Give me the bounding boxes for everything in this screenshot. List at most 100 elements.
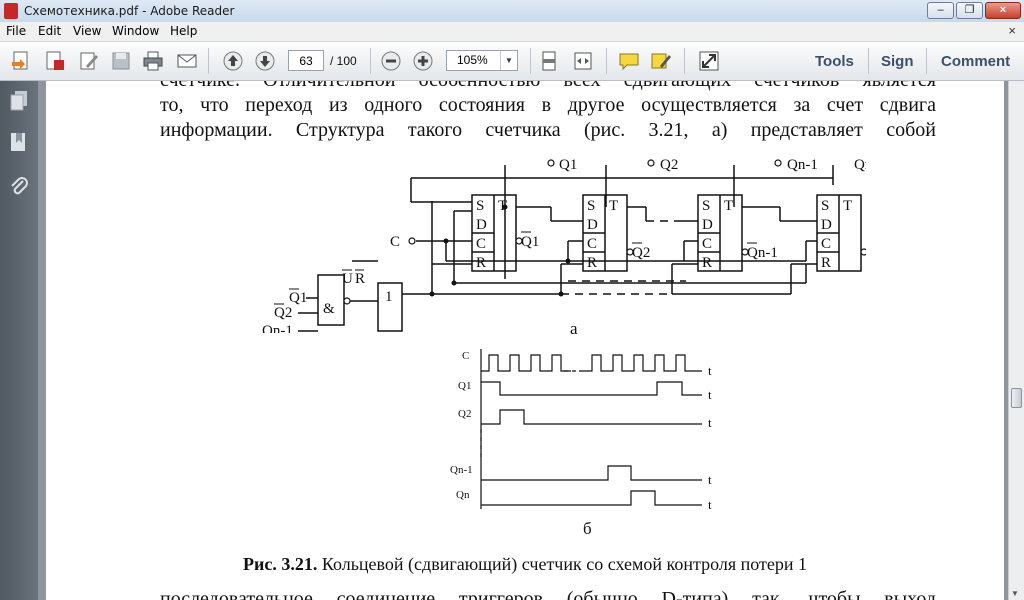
toolbar-separator — [530, 48, 531, 74]
figure-caption: Рис. 3.21. Кольцевой (сдвигающий) счетчи… — [243, 554, 807, 574]
menu-file[interactable]: File — [6, 24, 27, 38]
create-icon[interactable] — [10, 50, 32, 72]
save-icon[interactable] — [110, 50, 132, 72]
page-number-input[interactable]: 63 — [288, 50, 324, 71]
and-gate-label: & — [323, 301, 335, 317]
zoom-select[interactable]: 105% ▼ — [446, 50, 518, 71]
title-bar: Схемотехника.pdf - Adobe Reader – ❐ × — [0, 0, 1024, 23]
time-axis-label: t — [708, 363, 712, 378]
svg-text:D: D — [587, 217, 598, 233]
pdf-page: счетчике. Отличительной особенностью все… — [46, 81, 1004, 600]
next-page-icon[interactable] — [254, 50, 276, 72]
svg-text:T: T — [609, 198, 618, 214]
svg-text:R: R — [702, 255, 712, 271]
or-gate-label: 1 — [385, 289, 393, 305]
signal-label-qn: Qn — [456, 489, 470, 501]
zoom-in-icon[interactable] — [412, 50, 434, 72]
fullscreen-icon[interactable] — [698, 50, 720, 72]
highlight-icon[interactable] — [650, 50, 672, 72]
signal-label-c: C — [462, 350, 469, 362]
inv-output-q2: Q2 — [632, 245, 650, 261]
and-input-q2: Q2 — [274, 305, 292, 321]
svg-text:T: T — [843, 198, 852, 214]
time-axis-label: t — [708, 415, 712, 430]
reset-label: R — [355, 271, 365, 287]
close-document-icon[interactable]: × — [1008, 23, 1016, 38]
inv-output-q1: Q1 — [521, 234, 539, 250]
export-icon[interactable] — [44, 50, 66, 72]
comment-link[interactable]: Comment — [941, 53, 1011, 70]
fit-page-icon[interactable] — [538, 50, 560, 72]
svg-text:S: S — [702, 198, 710, 214]
close-button[interactable]: × — [985, 2, 1021, 19]
signal-label-q2: Q2 — [458, 408, 471, 420]
vertical-scrollbar[interactable]: ▼ — [1008, 81, 1024, 600]
bookmarks-icon[interactable] — [8, 131, 30, 153]
time-axis-label: t — [708, 497, 712, 512]
toolbar-separator — [926, 48, 927, 74]
menu-window[interactable]: Window — [112, 24, 160, 38]
and-input-q1: Q1 — [289, 290, 307, 306]
toolbar-separator — [868, 48, 869, 74]
timing-diagram: C Q1 Q2 Qn-1 Qn t t t t t — [450, 349, 712, 512]
edit-icon[interactable] — [78, 50, 100, 72]
paragraph-line: то, что переход из одного состояния в др… — [160, 94, 936, 116]
tools-link[interactable]: Tools — [815, 53, 854, 70]
attachments-icon[interactable] — [8, 175, 30, 197]
toolbar-separator — [208, 48, 209, 74]
minimize-button[interactable]: – — [927, 2, 954, 19]
output-label-q2: Q2 — [660, 157, 678, 173]
inv-output-qn-1: Qn-1 — [747, 245, 778, 261]
and-input-qn-1: Qn-1 — [262, 323, 293, 333]
adobe-reader-icon — [4, 3, 18, 19]
menu-help[interactable]: Help — [170, 24, 198, 38]
print-icon[interactable] — [142, 50, 164, 72]
sign-link[interactable]: Sign — [881, 53, 914, 70]
signal-label-qn-1: Qn-1 — [450, 464, 473, 476]
pages-icon[interactable] — [8, 89, 30, 111]
scroll-down-icon[interactable]: ▼ — [1011, 589, 1019, 598]
menu-view[interactable]: View — [73, 24, 102, 38]
chevron-down-icon[interactable]: ▼ — [500, 51, 517, 70]
signal-label-q1: Q1 — [458, 380, 471, 392]
navigation-pane — [0, 81, 38, 600]
svg-text:C: C — [821, 236, 831, 252]
svg-text:R: R — [587, 255, 597, 271]
figure-label-b: б — [583, 519, 592, 538]
svg-text:S: S — [821, 198, 829, 214]
window-title: Схемотехника.pdf - Adobe Reader — [24, 4, 235, 18]
menu-bar: File Edit View Window Help × — [0, 22, 1024, 42]
paragraph-line: счетчике. Отличительной особенностью все… — [160, 81, 936, 92]
paragraph-line: последовательное соединение триггеров (о… — [160, 588, 936, 600]
svg-text:R: R — [476, 255, 486, 271]
toolbar-separator — [606, 48, 607, 74]
svg-text:R: R — [821, 255, 831, 271]
svg-text:C: C — [476, 236, 486, 252]
toolbar-separator — [684, 48, 685, 74]
svg-text:C: C — [702, 236, 712, 252]
clock-label: C — [390, 234, 400, 250]
svg-text:T: T — [724, 198, 733, 214]
comment-icon[interactable] — [618, 50, 640, 72]
maximize-button[interactable]: ❐ — [956, 2, 983, 19]
time-axis-label: t — [708, 387, 712, 402]
previous-page-icon[interactable] — [222, 50, 244, 72]
output-label-qn: Qn — [854, 157, 866, 173]
email-icon[interactable] — [176, 50, 198, 72]
svg-text:D: D — [821, 217, 832, 233]
svg-text:C: C — [587, 236, 597, 252]
page-total: / 100 — [330, 54, 357, 68]
menu-edit[interactable]: Edit — [38, 24, 62, 38]
scrollbar-thumb[interactable] — [1011, 388, 1022, 408]
toolbar: 63 / 100 105% ▼ Tools Sign Comment — [0, 42, 1024, 81]
svg-text:S: S — [587, 198, 595, 214]
figure-label-a: а — [570, 319, 578, 338]
svg-text:D: D — [702, 217, 713, 233]
output-label-qn-1: Qn-1 — [787, 157, 818, 173]
fit-width-icon[interactable] — [572, 50, 594, 72]
toolbar-separator — [370, 48, 371, 74]
svg-text:D: D — [476, 217, 487, 233]
paragraph-line: информации. Структура такого счетчика (р… — [160, 119, 936, 141]
zoom-out-icon[interactable] — [380, 50, 402, 72]
